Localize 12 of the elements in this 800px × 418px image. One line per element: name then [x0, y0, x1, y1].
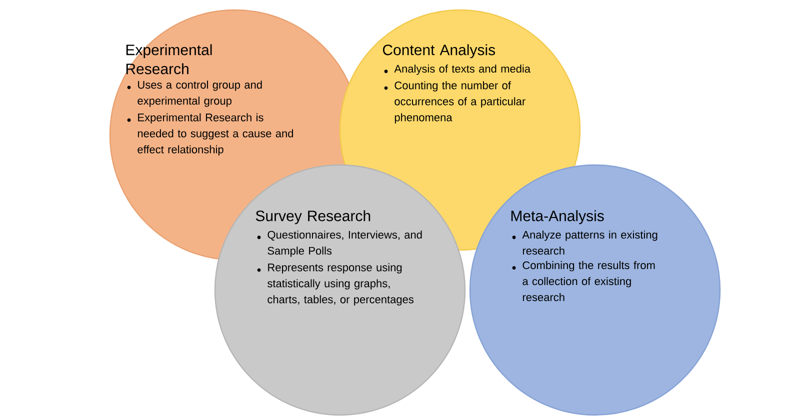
bullet-item: Combining the results from a collection of existing research [522, 261, 655, 302]
heading: Content Analysis [382, 44, 496, 58]
heading: Survey Research [256, 210, 370, 224]
bullet-item: Represents response using statistically using graphs, charts, tables, or percentages [268, 263, 414, 306]
bullet-item: Analysis of texts and media [394, 64, 531, 75]
heading: Meta-Analysis [511, 210, 604, 224]
bullet-item: Counting the number of occurrences of a particular phenomena [394, 81, 526, 124]
bullet-item: Analyze patterns in existing research [522, 230, 658, 255]
heading: Experimental Research [126, 44, 212, 74]
bullet-item: Questionnaires, Interviews, and Sample Polls [268, 230, 422, 257]
bullet-item: Experimental Research is needed to suggest a cause and effect relationship [138, 113, 294, 156]
bullet-item: Uses a control group and experimental group [138, 80, 262, 107]
